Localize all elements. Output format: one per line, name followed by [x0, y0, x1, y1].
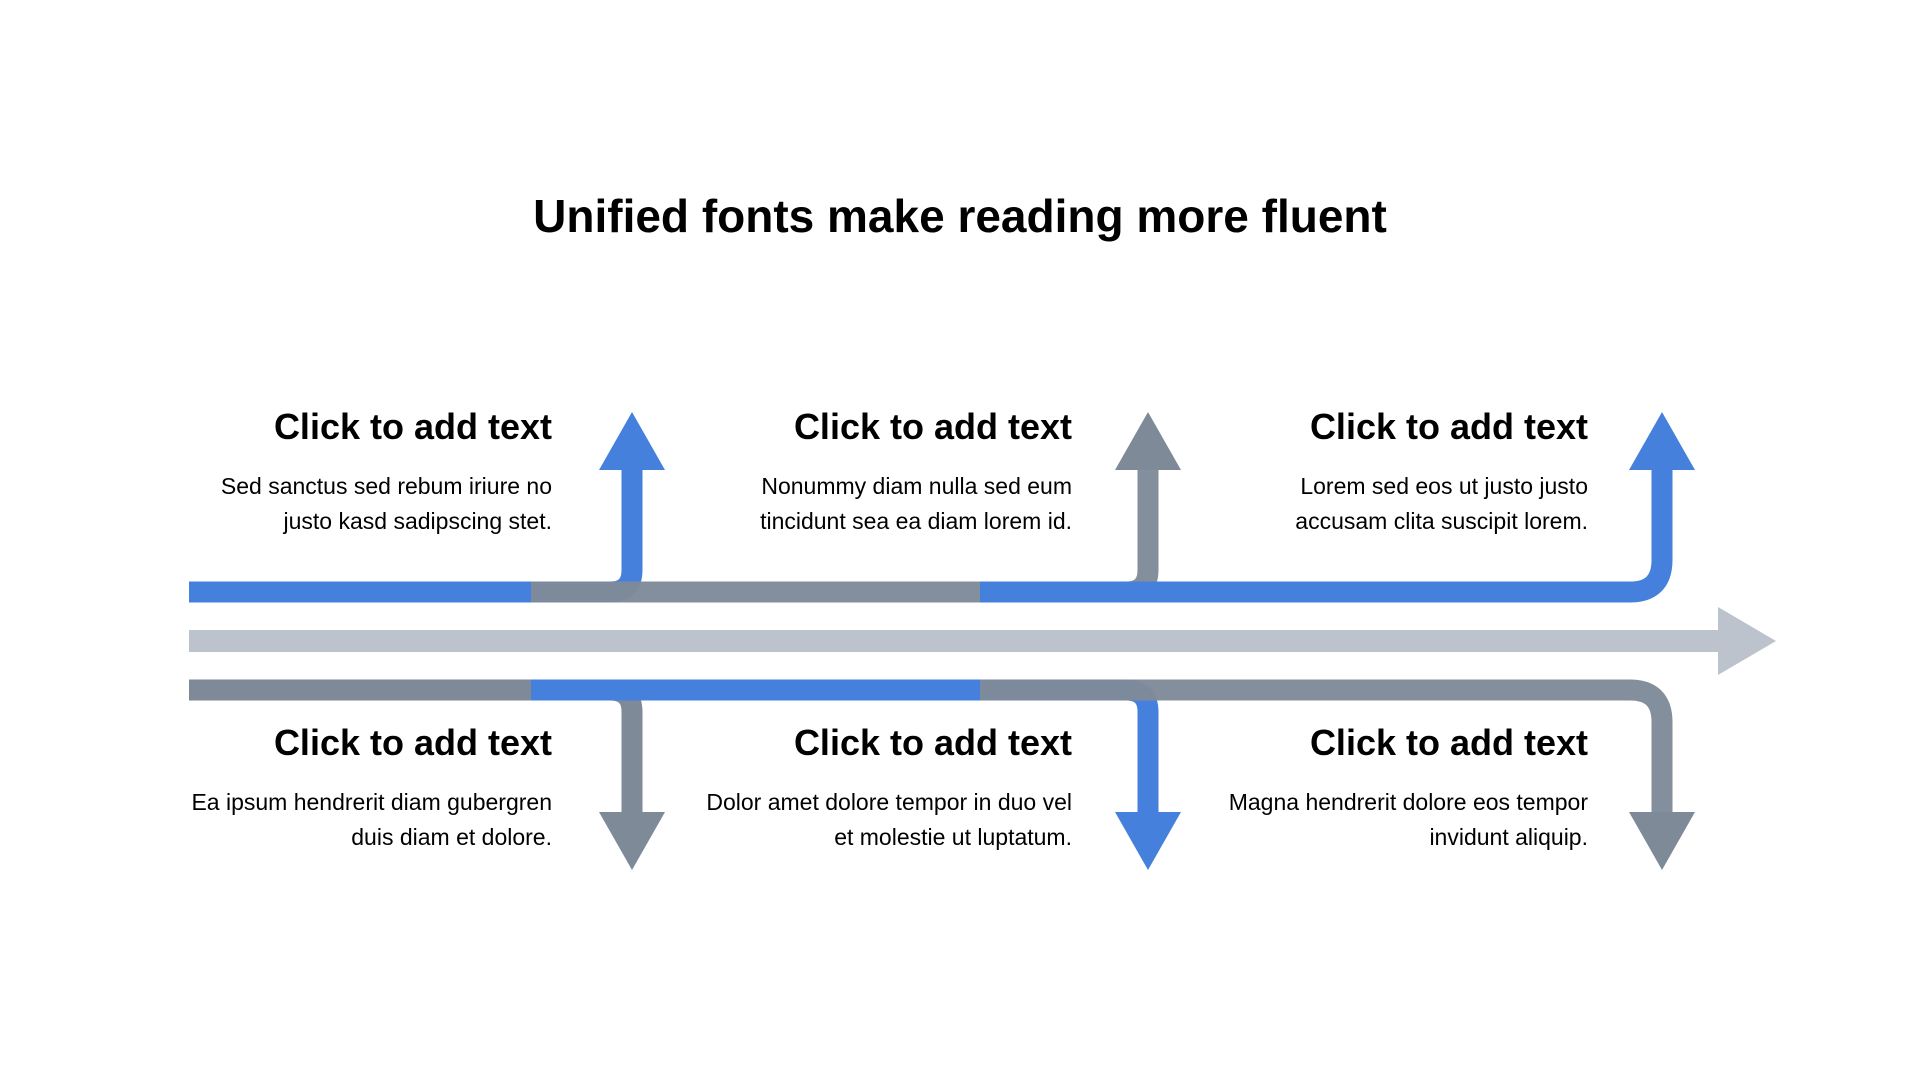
upper-branch-3	[980, 412, 1695, 603]
lower-branch-3-line	[980, 679, 1673, 820]
lower-block-3-line-1: Magna hendrerit dolore eos tempor	[1228, 789, 1588, 815]
lower-block-1-line-1: Ea ipsum hendrerit diam gubergren	[191, 789, 552, 815]
lower-block-1-body[interactable]: Ea ipsum hendrerit diam gubergren duis d…	[32, 785, 552, 855]
lower-block-3-heading[interactable]: Click to add text	[1309, 722, 1588, 763]
upper-branch-3-line	[980, 462, 1673, 603]
upper-text-block-2[interactable]: Click to add text Nonummy diam nulla sed…	[552, 405, 1072, 539]
lower-block-1-heading[interactable]: Click to add text	[273, 722, 552, 763]
lower-branch-1-arrow-icon	[599, 812, 665, 870]
upper-block-3-heading[interactable]: Click to add text	[1309, 406, 1588, 447]
upper-branch-2-arrow-icon	[1115, 412, 1181, 470]
upper-block-3-line-2: accusam clita suscipit lorem.	[1295, 508, 1588, 534]
lower-block-2-line-2: et molestie ut luptatum.	[834, 824, 1072, 850]
main-arrow-shaft	[189, 630, 1729, 652]
upper-block-2-line-2: tincidunt sea ea diam lorem id.	[760, 508, 1072, 534]
upper-block-3-body[interactable]: Lorem sed eos ut justo justo accusam cli…	[1068, 469, 1588, 539]
lower-text-block-1[interactable]: Click to add text Ea ipsum hendrerit dia…	[32, 721, 552, 855]
lower-branch-2-arrow-icon	[1115, 812, 1181, 870]
lower-block-2-body[interactable]: Dolor amet dolore tempor in duo vel et m…	[552, 785, 1072, 855]
main-arrow-head	[1718, 607, 1776, 675]
lower-text-block-3[interactable]: Click to add text Magna hendrerit dolore…	[1068, 721, 1588, 855]
upper-block-1-line-1: Sed sanctus sed rebum iriure no	[220, 473, 552, 499]
upper-block-1-line-2: justo kasd sadipscing stet.	[283, 508, 552, 534]
lower-block-2-heading[interactable]: Click to add text	[793, 722, 1072, 763]
main-timeline-arrow	[189, 607, 1776, 675]
lower-block-1-line-2: duis diam et dolore.	[351, 824, 552, 850]
lower-branch-3-arrow-icon	[1629, 812, 1695, 870]
upper-block-2-line-1: Nonummy diam nulla sed eum	[761, 473, 1072, 499]
page-title[interactable]: Unified fonts make reading more fluent	[533, 190, 1387, 242]
upper-block-2-heading[interactable]: Click to add text	[793, 406, 1072, 447]
upper-block-2-body[interactable]: Nonummy diam nulla sed eum tincidunt sea…	[552, 469, 1072, 539]
lower-branch-3	[980, 679, 1695, 870]
lower-block-2-line-1: Dolor amet dolore tempor in duo vel	[706, 789, 1072, 815]
lower-block-3-body[interactable]: Magna hendrerit dolore eos tempor invidu…	[1068, 785, 1588, 855]
upper-branch-1-arrow-icon	[599, 412, 665, 470]
upper-block-3-line-1: Lorem sed eos ut justo justo	[1300, 473, 1588, 499]
upper-block-1-body[interactable]: Sed sanctus sed rebum iriure no justo ka…	[32, 469, 552, 539]
lower-text-block-2[interactable]: Click to add text Dolor amet dolore temp…	[552, 721, 1072, 855]
upper-text-block-3[interactable]: Click to add text Lorem sed eos ut justo…	[1068, 405, 1588, 539]
upper-branch-3-arrow-icon	[1629, 412, 1695, 470]
lower-block-3-line-2: invidunt aliquip.	[1429, 824, 1588, 850]
upper-block-1-heading[interactable]: Click to add text	[273, 406, 552, 447]
upper-text-block-1[interactable]: Click to add text Sed sanctus sed rebum …	[32, 405, 552, 539]
